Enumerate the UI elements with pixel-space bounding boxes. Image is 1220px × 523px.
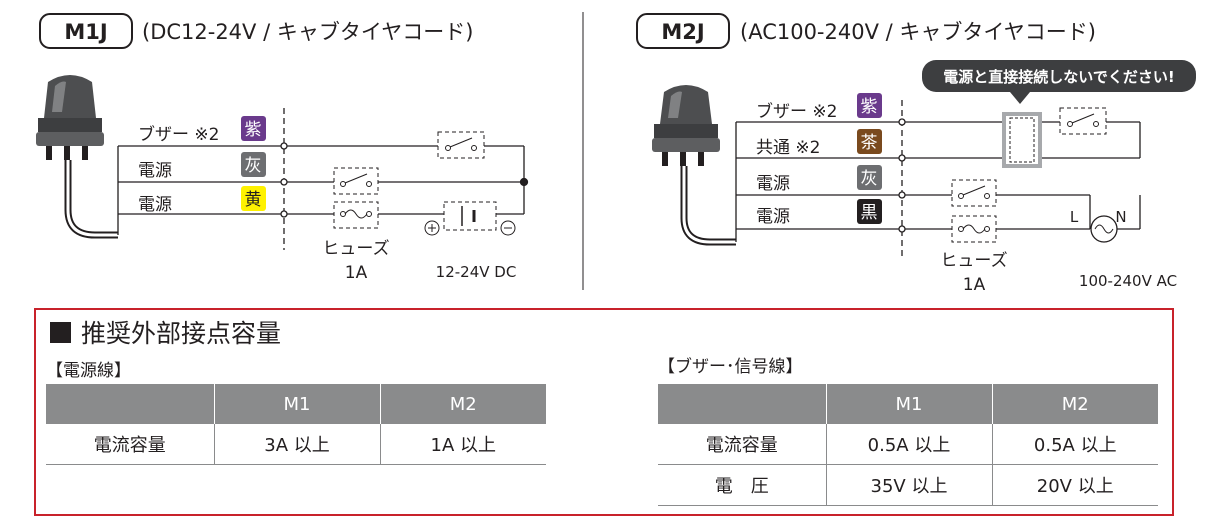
- m1-color-label: 黄: [245, 190, 262, 210]
- m1-wire-name: 電源: [138, 161, 172, 181]
- m1-wire-name: 電源: [138, 195, 172, 215]
- m2-description: (AC100-240V / キャブタイヤコード): [740, 20, 1096, 44]
- spec-title-text: 推奨外部接点容量: [81, 319, 282, 348]
- m2-ac-n-label: N: [1115, 208, 1126, 226]
- table-header-cell: M2: [991, 384, 1158, 424]
- m1-color-badge: [241, 152, 266, 177]
- table-header-cell: M1: [213, 384, 380, 424]
- table-cell: 電流容量: [658, 424, 826, 465]
- square-bullet-icon: [50, 321, 71, 343]
- m2-wire-name: 電源: [756, 207, 790, 227]
- m2-ac-supply-icon: [1090, 195, 1141, 243]
- m1-fuse-icon: [333, 201, 379, 229]
- table-header-row: M1 M2: [46, 384, 546, 424]
- m2-color-label: 黒: [861, 203, 878, 223]
- m2-fuse-label: ヒューズ: [940, 251, 1007, 271]
- m1-dc-supply-icon: [424, 201, 516, 236]
- m2-wire-name: 電源: [756, 174, 790, 194]
- m1-buzzer-switch-icon: [437, 131, 485, 159]
- m2-color-label: 茶: [861, 133, 878, 153]
- m2-power-switch-icon: [951, 179, 997, 207]
- table-row: 電流容量 0.5A 以上 0.5A 以上: [658, 424, 1158, 465]
- m1-fuse-rating: 1A: [345, 263, 368, 283]
- table-cell: 電 圧: [658, 464, 826, 506]
- table-header-row: M1 M2: [658, 384, 1158, 424]
- m2-lamp-icon: [652, 85, 736, 246]
- m2-panel: M2J (AC100-240V / キャブタイヤコード) 電源と直接接続しないで…: [636, 13, 1196, 295]
- table-cell: 20V 以上: [991, 464, 1158, 506]
- spec-title: 推奨外部接点容量: [50, 314, 281, 350]
- table-header-cell: M2: [379, 384, 546, 424]
- table-header-cell: M1: [825, 384, 992, 424]
- m1-color-badge: [241, 116, 266, 141]
- m2-wire-name: 共通 ※2: [756, 138, 820, 158]
- table-cell: 35V 以上: [825, 464, 992, 506]
- m2-color-badge: [857, 93, 882, 118]
- m2-fuse-rating: 1A: [963, 275, 986, 295]
- m2-model-box: [636, 13, 730, 49]
- m1-power-switch-icon: [333, 167, 379, 195]
- m2-color-badge: [857, 199, 882, 224]
- table-header-cell: [658, 384, 826, 424]
- m2-color-badge: [857, 129, 882, 154]
- table-cell: 1A 以上: [379, 424, 546, 465]
- m1-color-badge: [241, 186, 266, 211]
- table-header-cell: [46, 384, 214, 424]
- m2-ac-l-label: L: [1070, 208, 1079, 226]
- m2-model-label: M2J: [661, 20, 704, 44]
- power-table-label: 【電源線】: [46, 361, 131, 381]
- m1-description: (DC12-24V / キャブタイヤコード): [142, 20, 473, 44]
- m1-fuse-label: ヒューズ: [322, 239, 389, 259]
- table-cell: 電流容量: [46, 424, 214, 465]
- m1-supply-label: 12-24V DC: [436, 263, 517, 281]
- recommended-contact-capacity-panel: 推奨外部接点容量 【電源線】 M1 M2 電流容量 3A 以上 1A 以上 【ブ…: [34, 308, 1174, 516]
- m2-color-badge: [857, 165, 882, 190]
- m2-forbidden-contact-icon: [1002, 112, 1042, 168]
- m1-model-label: M1J: [64, 20, 107, 44]
- wiring-diagram: M1J (DC12-24V / キャブタイヤコード): [36, 12, 1196, 295]
- m2-warning-text: 電源と直接接続しないでください!: [943, 68, 1174, 86]
- buzzer-signal-table: M1 M2 電流容量 0.5A 以上 0.5A 以上 電 圧 35V 以上 20…: [658, 384, 1158, 506]
- table-row: 電流容量 3A 以上 1A 以上: [46, 424, 546, 465]
- m2-fuse-icon: [951, 215, 997, 243]
- m2-wire-name: ブザー ※2: [756, 101, 837, 122]
- table-cell: 0.5A 以上: [991, 424, 1158, 465]
- m1-lamp-icon: [36, 75, 118, 239]
- m2-color-label: 紫: [861, 97, 878, 117]
- table-row: 電 圧 35V 以上 20V 以上: [658, 464, 1158, 506]
- m1-panel: M1J (DC12-24V / キャブタイヤコード): [36, 13, 529, 283]
- m1-color-label: 紫: [245, 120, 262, 140]
- m2-warning-callout: 電源と直接接続しないでください!: [922, 60, 1196, 104]
- m1-wire-name: ブザー ※2: [138, 124, 219, 145]
- m1-model-box: [39, 13, 133, 49]
- m2-color-label: 灰: [861, 169, 878, 189]
- signal-table-label: 【ブザー･信号線】: [658, 357, 803, 377]
- table-cell: 0.5A 以上: [825, 424, 992, 465]
- m2-buzzer-switch-icon: [1059, 107, 1107, 135]
- m2-supply-label: 100-240V AC: [1079, 272, 1177, 290]
- m1-wires: [117, 108, 529, 250]
- m1-color-label: 灰: [245, 156, 262, 176]
- table-cell: 3A 以上: [213, 424, 380, 465]
- power-line-table: M1 M2 電流容量 3A 以上 1A 以上: [46, 384, 546, 465]
